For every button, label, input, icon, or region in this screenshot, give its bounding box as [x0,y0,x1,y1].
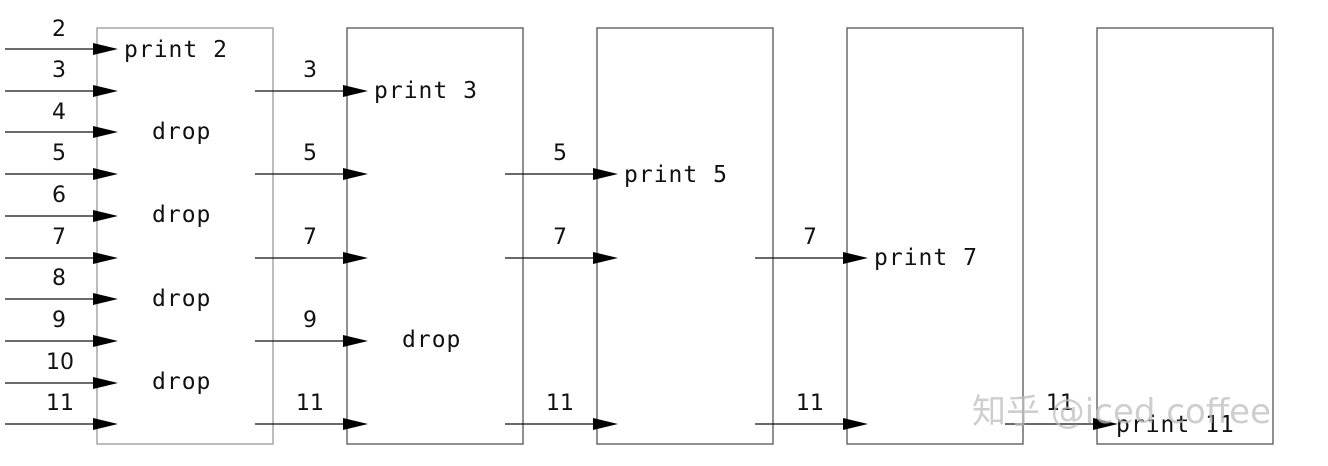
input-number: 11 [546,391,574,416]
input-number: 4 [52,100,66,125]
input-number: 11 [796,391,824,416]
stage-label: drop [152,119,211,145]
stage-label: drop [152,286,211,312]
input-number: 7 [803,225,817,250]
input-number: 9 [303,308,317,333]
input-number: 9 [52,308,66,333]
input-number: 11 [1046,391,1074,416]
input-number: 7 [553,225,567,250]
stage-4-inputs [755,252,868,430]
input-number: 3 [52,58,66,83]
input-number: 6 [52,183,66,208]
watermark: 知乎 @iced coffee [972,392,1271,432]
input-number: 11 [46,391,74,416]
stage-label: print 5 [624,162,728,188]
stage-label: drop [402,327,461,353]
stage-box-4 [846,27,1024,445]
input-number: 11 [296,391,324,416]
input-number: 5 [52,141,66,166]
stage-label: drop [152,202,211,228]
input-number: 3 [303,58,317,83]
input-number: 7 [303,225,317,250]
stage-box-1 [96,27,274,445]
stage-box-2 [346,27,524,445]
stage-label: print 7 [874,245,978,271]
input-number: 5 [553,141,567,166]
stage-1-inputs [5,43,118,430]
stage-5-inputs [1005,418,1118,430]
stage-3-inputs [505,168,618,430]
input-number: 10 [46,350,74,375]
stage-2-inputs [255,85,368,430]
stage-label: print 11 [1116,412,1235,438]
stage-box-3 [596,27,774,445]
input-number: 7 [52,225,66,250]
stage-label: print 2 [124,37,228,63]
input-number: 2 [52,17,66,42]
stage-label: drop [152,369,211,395]
stage-box-5 [1096,27,1274,445]
stage-label: print 3 [374,78,478,104]
input-number: 8 [52,266,66,291]
input-number: 5 [303,141,317,166]
